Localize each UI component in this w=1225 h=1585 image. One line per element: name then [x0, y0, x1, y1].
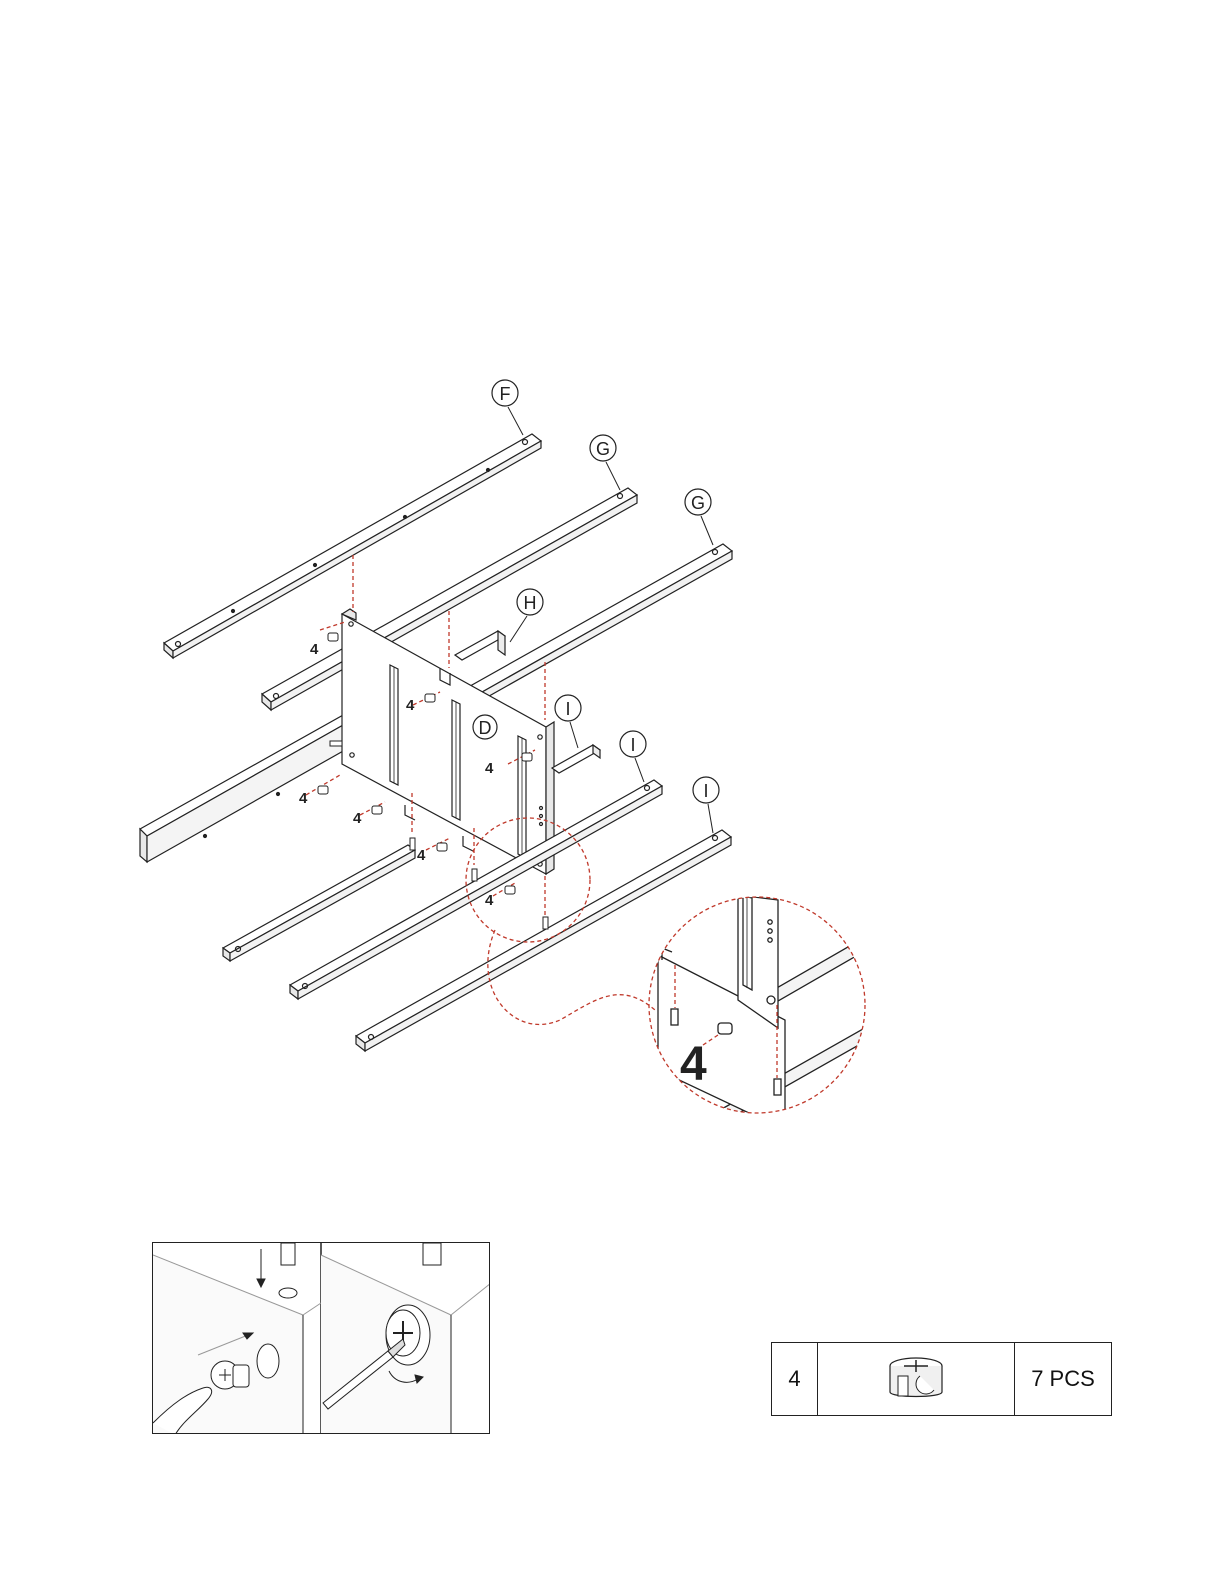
label-d: D	[473, 715, 497, 739]
svg-text:G: G	[691, 493, 705, 513]
label-i-2: I	[620, 731, 646, 757]
label-g-2: G	[685, 489, 711, 515]
rail-h	[455, 631, 505, 660]
callout-qty: 4	[485, 760, 494, 777]
label-g-1: G	[590, 435, 616, 461]
insert-step	[153, 1243, 321, 1434]
callout-qty: 4	[353, 810, 362, 827]
detail-qty: 4	[680, 1038, 707, 1091]
callout-qty: 4	[310, 641, 319, 658]
svg-text:D: D	[479, 718, 492, 738]
svg-text:G: G	[596, 439, 610, 459]
hardware-parts-table: 4 7 PCS	[771, 1342, 1112, 1416]
cam-lock-instruction	[153, 1243, 490, 1434]
label-h: H	[517, 589, 543, 615]
callout-qty: 4	[485, 892, 494, 909]
cam-lock-icon	[884, 1354, 948, 1404]
cam-lock-instruction-box	[152, 1242, 490, 1434]
callout-qty: 4	[417, 847, 426, 864]
part-quantity: 7 PCS	[1015, 1343, 1111, 1415]
callout-qty: 4	[406, 697, 415, 714]
label-i-1: I	[555, 695, 581, 721]
magnified-detail: 4	[600, 895, 880, 1130]
panel-d	[342, 609, 554, 874]
label-i-3: I	[693, 777, 719, 803]
svg-text:F: F	[500, 384, 511, 404]
tighten-step	[321, 1243, 490, 1434]
callout-qty: 4	[299, 790, 308, 807]
svg-text:I: I	[703, 781, 708, 801]
part-code: 4	[772, 1343, 818, 1415]
svg-text:I: I	[565, 699, 570, 719]
part-icon-cell	[818, 1343, 1015, 1415]
svg-text:I: I	[630, 735, 635, 755]
rail-i-short	[552, 745, 600, 773]
svg-text:H: H	[524, 593, 537, 613]
label-f: F	[492, 380, 518, 406]
